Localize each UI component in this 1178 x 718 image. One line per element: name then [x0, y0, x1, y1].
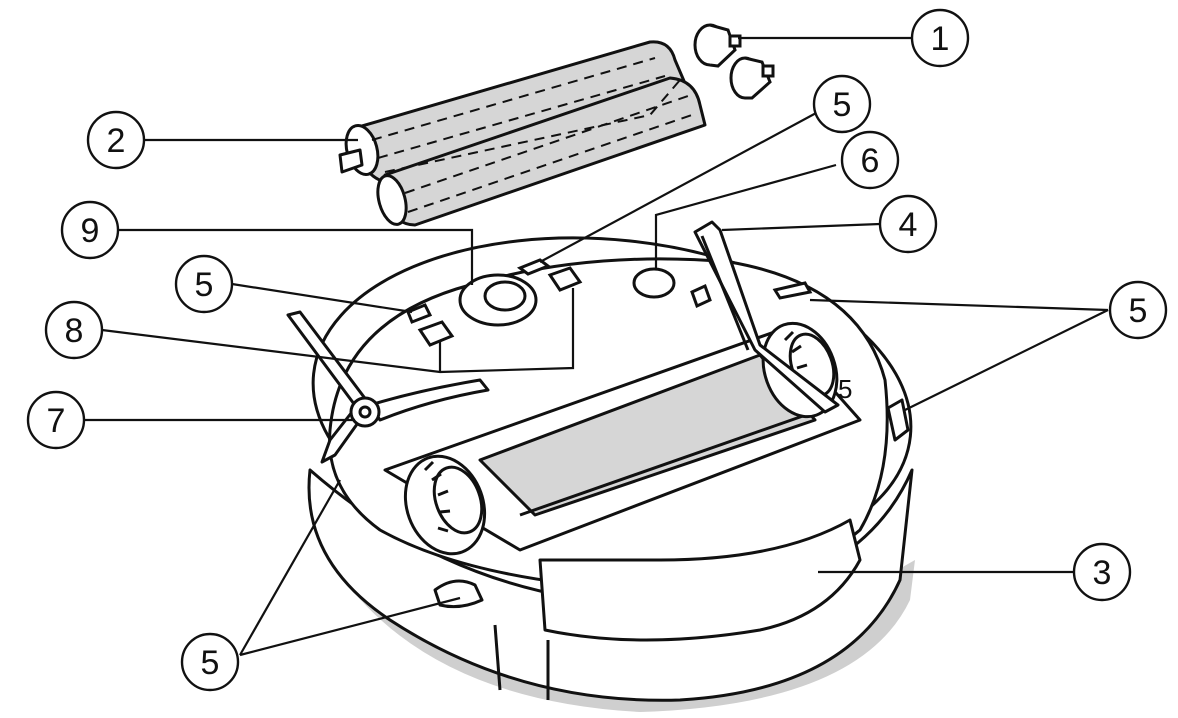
brush-guard-latch [693, 220, 840, 414]
svg-text:5: 5 [195, 266, 214, 304]
svg-text:2: 2 [107, 122, 126, 160]
callout-5-top: 5 [812, 74, 872, 134]
callout-3: 3 [1072, 542, 1132, 602]
svg-text:7: 7 [47, 402, 66, 440]
callout-9: 9 [60, 200, 120, 260]
callout-4: 4 [878, 194, 938, 254]
callout-1: 1 [910, 8, 970, 68]
svg-text:4: 4 [899, 206, 918, 244]
front-lid [538, 518, 862, 642]
svg-text:8: 8 [65, 312, 84, 350]
leader-5-right-a [809, 298, 1109, 312]
cliff-sensor-2 [547, 266, 583, 292]
svg-text:3: 3 [1093, 554, 1112, 592]
cavity-opening [478, 353, 817, 517]
leader-lines [84, 36, 1109, 657]
callout-markers: 1 2 3 4 5 5 5 5 6 7 8 9 [26, 8, 1168, 692]
leader-9 [118, 228, 474, 285]
callout-5-left: 5 [174, 254, 234, 314]
leader-5a [539, 111, 819, 263]
feet-parts [693, 23, 775, 100]
caster-and-sensors [406, 258, 813, 347]
svg-text:9: 9 [81, 212, 100, 250]
leader-5-left [231, 282, 413, 314]
side-recess-right [886, 398, 910, 442]
svg-text:6: 6 [861, 142, 880, 180]
brush-cavity [383, 328, 862, 552]
callout-5-bottom: 5 [180, 632, 240, 692]
callout-6: 6 [840, 130, 900, 190]
leader-5-bottom-b [239, 596, 461, 657]
side-recess [433, 579, 484, 609]
cliff-sensor-1 [417, 320, 455, 347]
contact-round [632, 267, 676, 299]
svg-text:5: 5 [833, 86, 852, 124]
svg-text:5: 5 [201, 644, 220, 682]
callout-5-right: 5 [1108, 280, 1168, 340]
inner-label-5: 5 [838, 374, 852, 404]
leader-5-bottom-a [239, 479, 341, 656]
callout-2: 2 [86, 110, 146, 170]
sensor-slot-right [772, 281, 813, 300]
callout-7: 7 [26, 390, 86, 450]
svg-text:5: 5 [1129, 292, 1148, 330]
sensor-slot-top [516, 258, 552, 276]
side-brush [286, 310, 490, 464]
brush-rollers [338, 40, 707, 227]
svg-text:1: 1 [931, 20, 950, 58]
sensor-slot-left [406, 303, 433, 324]
left-wheel [403, 454, 487, 556]
callout-8: 8 [44, 300, 104, 360]
leader-8 [101, 288, 575, 374]
leader-4 [721, 222, 881, 232]
leader-6 [654, 163, 837, 268]
leader-5-right-b [904, 309, 1109, 411]
